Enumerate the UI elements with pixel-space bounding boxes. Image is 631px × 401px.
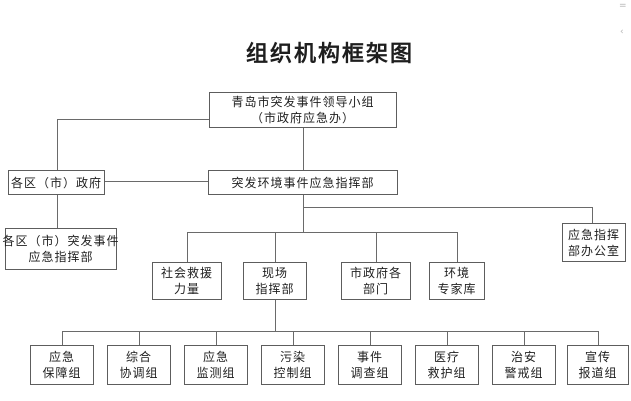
node-label: 报道组 xyxy=(578,366,618,380)
node-label: 社会救援 xyxy=(160,266,213,280)
connector-cmd-down xyxy=(303,195,304,232)
node-expert-pool: 环境 专家库 xyxy=(429,262,485,300)
node-label: 青岛市突发事件领导小组 xyxy=(231,95,375,109)
node-publicity-team: 宣传 报道组 xyxy=(567,345,629,385)
node-label: 保障组 xyxy=(42,366,82,380)
node-label: 专家库 xyxy=(437,282,477,296)
node-label: 治安 xyxy=(510,350,537,364)
connector-bottom-drop-3 xyxy=(216,331,217,345)
node-support-team: 应急 保障组 xyxy=(30,345,94,385)
node-investigation-team: 事件 调查组 xyxy=(338,345,402,385)
node-district-emergency-hq: 各区（市）突发事件 应急指挥部 xyxy=(2,228,120,270)
node-label: 综合 xyxy=(125,350,152,364)
connector-mid-drop-1 xyxy=(187,232,188,262)
connector-bottom-drop-7 xyxy=(524,331,525,345)
node-label: 救护组 xyxy=(427,366,467,380)
node-label: 突发环境事件应急指挥部 xyxy=(231,175,375,190)
node-district-gov: 各区（市）政府 xyxy=(8,170,105,195)
connector-to-office-v xyxy=(592,207,593,223)
node-label: 控制组 xyxy=(273,366,313,380)
node-city-departments: 市政府各 部门 xyxy=(341,262,411,300)
edge-artifact-icon: ‹ xyxy=(620,27,624,37)
connector-mid-drop-3 xyxy=(376,232,377,262)
node-label: 医疗 xyxy=(433,350,460,364)
node-label: 应急 xyxy=(48,350,75,364)
node-monitoring-team: 应急 监测组 xyxy=(184,345,248,385)
connector-to-gov xyxy=(57,119,58,170)
node-label: 指挥部 xyxy=(255,282,295,296)
connector-gov-district xyxy=(57,195,58,228)
node-label: 警戒组 xyxy=(504,366,544,380)
node-coordination-team: 综合 协调组 xyxy=(107,345,171,385)
connector-bottom-drop-2 xyxy=(139,331,140,345)
connector-bottom-drop-1 xyxy=(62,331,63,345)
connector-bottom-drop-4 xyxy=(293,331,294,345)
connector-to-office-h xyxy=(303,207,592,208)
node-medical-team: 医疗 救护组 xyxy=(415,345,479,385)
node-label: 事件 xyxy=(356,350,383,364)
node-label: 应急 xyxy=(202,350,229,364)
connector-mid-drop-2 xyxy=(275,232,276,262)
node-security-team: 治安 警戒组 xyxy=(492,345,556,385)
connector-bottom-drop-5 xyxy=(370,331,371,345)
node-leader-group: 青岛市突发事件领导小组 （市政府应急办） xyxy=(209,92,397,128)
node-label: 协调组 xyxy=(119,366,159,380)
connector-mid-drop-4 xyxy=(457,232,458,262)
node-label: 应急指挥部 xyxy=(28,250,94,264)
edge-artifact-icon: = xyxy=(619,1,627,11)
page-title: 组织机构框架图 xyxy=(245,41,414,67)
node-field-command: 现场 指挥部 xyxy=(243,262,307,300)
node-label: 应急指挥 xyxy=(567,227,620,242)
node-label: （市政府应急办） xyxy=(250,111,355,125)
connector-leader-left xyxy=(57,119,209,120)
node-emergency-hq: 突发环境事件应急指挥部 xyxy=(208,170,398,195)
connector-field-down xyxy=(275,300,276,331)
connector-gov-cmd xyxy=(105,181,208,182)
node-social-rescue: 社会救援 力量 xyxy=(152,262,222,300)
connector-bottom-drop-6 xyxy=(447,331,448,345)
connector-leader-cmd xyxy=(303,128,304,170)
connector-bottom-drop-8 xyxy=(598,331,599,345)
node-label: 各区（市）突发事件 xyxy=(2,234,120,248)
connector-bottom-bus xyxy=(62,331,598,332)
node-label: 污染 xyxy=(279,350,306,364)
node-label: 市政府各 xyxy=(349,266,402,280)
node-label: 部门 xyxy=(362,282,389,296)
node-label: 部办公室 xyxy=(567,243,620,258)
node-label: 各区（市）政府 xyxy=(10,175,102,190)
node-label: 宣传 xyxy=(584,350,611,364)
node-hq-office: 应急指挥 部办公室 xyxy=(562,223,626,262)
node-label: 环境 xyxy=(443,266,470,280)
node-pollution-control-team: 污染 控制组 xyxy=(261,345,325,385)
node-label: 调查组 xyxy=(350,366,390,380)
node-label: 现场 xyxy=(261,266,288,280)
node-label: 监测组 xyxy=(196,366,236,380)
connector-mid-bus xyxy=(187,232,457,233)
node-label: 力量 xyxy=(173,282,200,296)
